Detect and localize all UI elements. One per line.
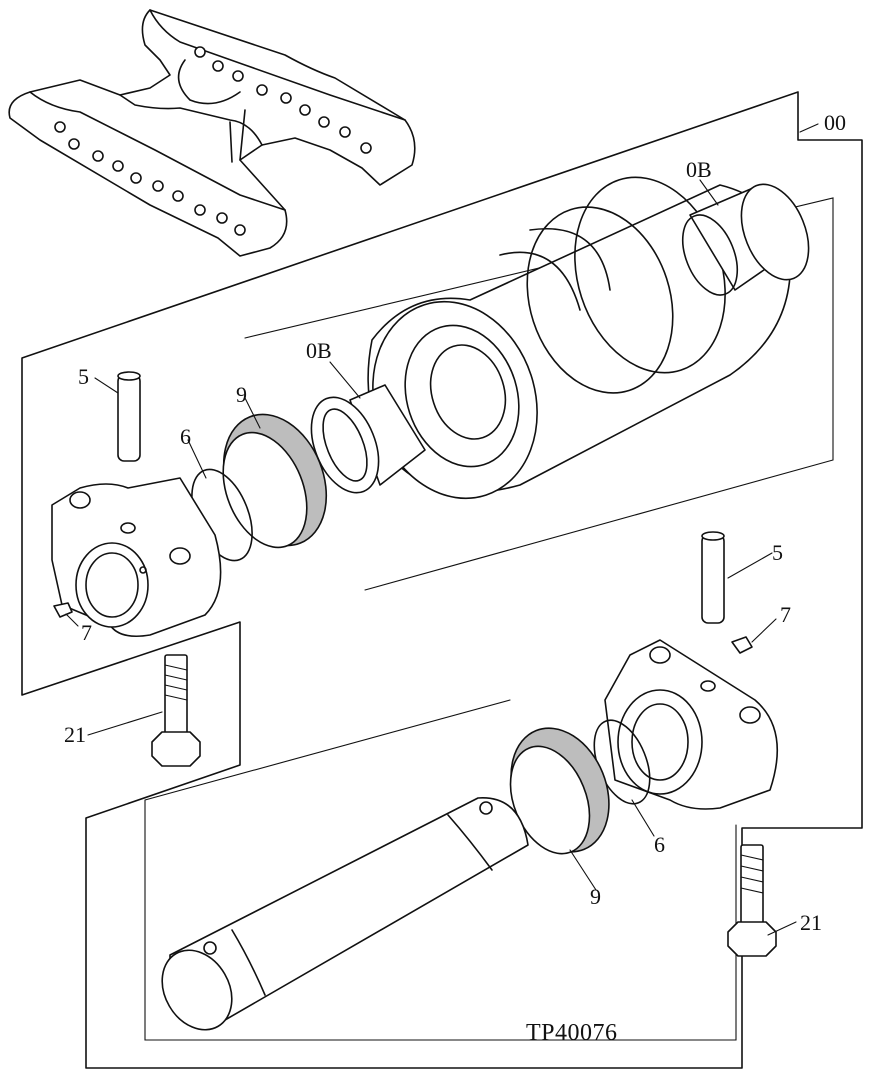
callout-9-lower: 9 — [590, 884, 601, 909]
figure-reference: TP40076 — [526, 1020, 618, 1046]
callout-6-upper: 6 — [180, 424, 191, 449]
grease-fitting-upper — [53, 602, 73, 618]
grease-fitting-lower — [731, 636, 753, 654]
cap-screw-upper — [151, 654, 201, 767]
dowel-pin-lower — [701, 531, 725, 624]
roller-shaft-lower — [161, 797, 529, 1031]
roller-shaft-end-left — [310, 384, 426, 494]
callout-9-upper: 9 — [236, 382, 247, 407]
callout-21-upper: 21 — [64, 722, 86, 747]
callout-0b-top: 0B — [686, 157, 712, 182]
callout-7-upper: 7 — [81, 620, 92, 645]
cap-screw-lower — [727, 844, 777, 957]
callout-21-lower: 21 — [800, 910, 822, 935]
callout-5-lower: 5 — [772, 540, 783, 565]
floating-seal-lower — [509, 727, 610, 855]
callout-6-lower: 6 — [654, 832, 665, 857]
callout-7-lower: 7 — [780, 602, 791, 627]
roller-shaft-end-right — [681, 183, 810, 296]
callout-5-upper: 5 — [78, 364, 89, 389]
callout-0b-middle: 0B — [306, 338, 332, 363]
end-collar-upper — [51, 477, 222, 638]
leader-lines — [65, 123, 819, 936]
track-frame — [8, 9, 416, 257]
dowel-pin-upper — [117, 371, 141, 462]
end-collar-lower — [604, 639, 779, 810]
callout-assembly: 00 — [824, 110, 846, 135]
assembly-boundary — [21, 91, 863, 1069]
frame-bolt-heads — [54, 46, 372, 236]
